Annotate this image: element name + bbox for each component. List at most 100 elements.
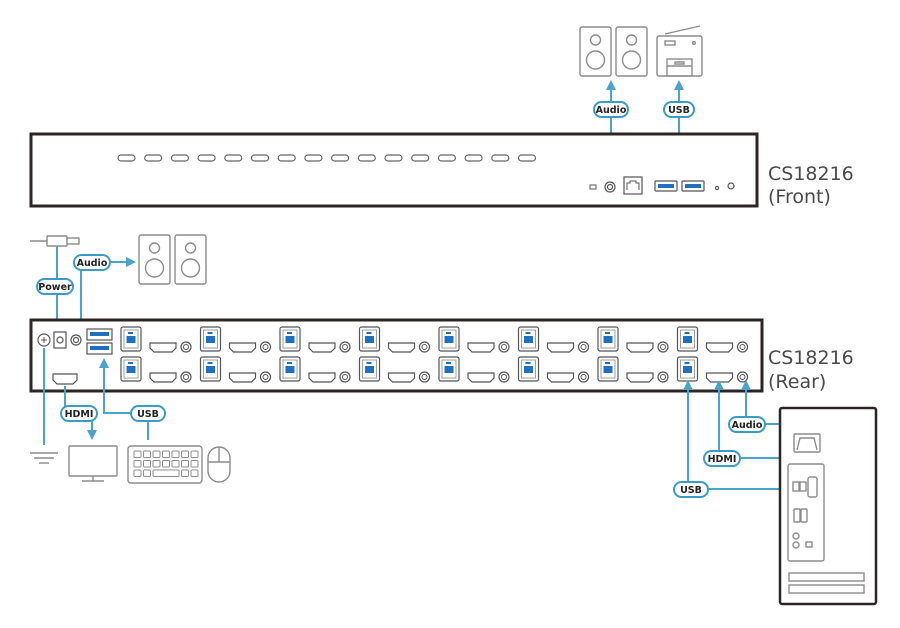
front-led-11 [384,154,403,162]
rear-computer-port-grid [120,326,749,383]
rear-model-label: CS18216 [768,347,854,369]
front-usb-tag: USB [663,101,695,118]
keyboard-key [190,460,199,468]
hdmi-port [705,372,734,383]
front-speakers-icon [579,26,648,77]
keyboard-key [162,460,170,468]
pc-hdmi-tag: HDMI [703,450,741,467]
audio-port [418,371,431,383]
hdmi-port [149,372,177,383]
front-led-2 [144,154,163,162]
front-led-12 [411,154,430,162]
audio-port [577,371,590,383]
hdmi-port [626,342,654,353]
front-view-label: (Front) [768,186,831,208]
front-model-label: CS18216 [768,163,854,185]
hdmi-port [308,372,336,383]
svg-text:HDMI: HDMI [708,454,737,465]
front-led-row [117,154,537,162]
pc-expansion-slot-2 [788,584,865,594]
pc-power-inlet [793,433,821,453]
hdmi-port [546,342,575,353]
audio-port [259,371,272,383]
computer-port-group-12 [517,356,590,383]
keyboard-key [143,469,151,477]
front-led-6 [250,154,270,162]
usb-tag: USB [130,405,166,422]
pc-expansion-slot-1 [788,572,865,582]
keyboard-key [171,460,180,468]
front-led-5 [224,154,243,162]
front-led-15 [491,154,510,162]
hdmi-port [387,342,416,353]
front-led-9 [331,154,350,162]
computer-port-group-15 [676,326,749,353]
keyboard-key [133,460,142,468]
front-lan-port [623,176,643,195]
keyboard-key [181,460,189,468]
computer-port-group-9 [438,326,510,353]
computer-port-group-16 [676,356,749,383]
rear-audio-tag: Audio [73,254,111,271]
front-led-16 [517,154,537,162]
pc-usb-tag: USB [673,481,709,498]
front-led-7 [277,154,296,162]
keyboard-key [181,469,189,477]
svg-text:Audio: Audio [77,258,108,269]
computer-port-group-5 [279,326,351,353]
pc-audio-port-2 [792,541,800,549]
audio-port [657,341,669,353]
computer-port-group-10 [438,356,510,383]
keyboard-key [162,450,170,458]
keyboard-key [133,450,142,458]
computer-port-group-14 [597,356,669,383]
front-ports [589,176,735,195]
audio-port [180,341,192,353]
front-audio-tag: Audio [593,101,629,118]
mouse-icon [207,446,231,483]
pc-optical-port [805,541,813,548]
front-switch-icon [589,184,597,190]
front-led-10 [357,154,376,162]
svg-text:USB: USB [137,409,159,420]
rear-view-label: (Rear) [768,371,826,393]
front-led-14 [464,154,483,162]
hdmi-port [705,342,734,353]
power-tag: Power [36,278,74,295]
keyboard-key [190,450,199,458]
keyboard-icon [127,445,203,484]
svg-text:Power: Power [38,282,72,293]
pc-usb-port-1 [792,481,800,492]
ground-icon [30,452,58,464]
keyboard-key [190,469,199,477]
computer-tower-icon [778,406,878,606]
keyboard-key [152,450,161,458]
pc-vga-port [807,476,818,498]
front-led-13 [437,154,456,162]
pc-audio-port-1 [792,532,800,540]
pc-io-panel [787,463,825,562]
computer-port-group-13 [597,326,669,353]
computer-port-group-1 [120,326,192,353]
computer-port-group-7 [358,326,431,353]
front-indicator [714,185,720,191]
audio-port [736,371,749,383]
console-hdmi-port [52,373,78,385]
keyboard-key [143,460,151,468]
pc-hdmi-port-2 [800,508,808,523]
pc-usb-port-2 [799,481,807,492]
computer-port-group-2 [120,356,192,383]
audio-port [657,371,669,383]
computer-port-group-6 [279,356,351,383]
monitor-icon [68,445,118,482]
svg-text:Audio: Audio [596,105,627,116]
usb-keyboard-wire [99,358,149,440]
audio-port [418,341,431,353]
hdmi-port [387,372,416,383]
hdmi-port [149,342,177,353]
printer-icon [656,25,703,77]
hdmi-port [228,372,257,383]
computer-port-group-11 [517,326,590,353]
keyboard-key [152,460,161,468]
pc-audio-tag: Audio [728,416,766,433]
